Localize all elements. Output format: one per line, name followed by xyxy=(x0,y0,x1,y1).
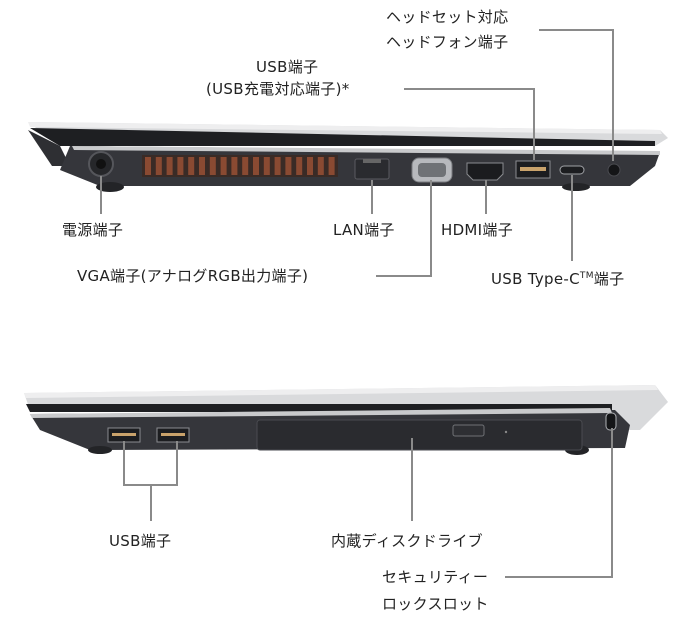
leader-power xyxy=(100,176,102,214)
leader-usb-stem xyxy=(150,484,152,521)
label-headset-line2: ヘッドフォン端子 xyxy=(386,33,509,51)
label-usb-typec: USB Type-CTM端子 xyxy=(491,267,624,288)
label-security-line1: セキュリティー xyxy=(382,568,489,586)
leader-vga-h xyxy=(376,275,432,277)
trademark-mark: TM xyxy=(579,271,594,281)
label-power: 電源端子 xyxy=(62,221,124,239)
leader-vga-v xyxy=(430,180,432,276)
leader-lock-v xyxy=(611,428,613,578)
label-usb-charge-line2: (USB充電対応端子)* xyxy=(206,80,350,98)
leader-lan xyxy=(371,180,373,214)
leader-typec xyxy=(571,175,573,261)
label-hdmi: HDMI端子 xyxy=(441,221,513,239)
label-optical-drive: 内蔵ディスクドライブ xyxy=(331,532,483,550)
label-vga: VGA端子(アナログRGB出力端子) xyxy=(77,267,309,285)
label-usb-charge-line1: USB端子 xyxy=(256,58,319,76)
label-headset-line1: ヘッドセット対応 xyxy=(386,8,509,26)
bottom-laptop xyxy=(24,385,668,455)
vent-grille xyxy=(142,155,338,177)
label-usb: USB端子 xyxy=(109,532,172,550)
leader-hdmi xyxy=(485,180,487,214)
leader-usbcharge-v xyxy=(533,88,535,160)
leader-odd xyxy=(411,438,413,521)
leader-usbcharge-h xyxy=(404,88,535,90)
leader-lock-h xyxy=(505,576,613,578)
leader-usb1 xyxy=(123,441,125,486)
leader-headset-v xyxy=(612,29,614,161)
label-usb-typec-prefix: USB Type-C xyxy=(491,270,580,288)
label-security-line2: ロックスロット xyxy=(382,595,489,613)
top-laptop xyxy=(28,122,668,192)
label-usb-typec-suffix: 端子 xyxy=(593,270,625,288)
label-lan: LAN端子 xyxy=(333,221,395,239)
leader-usb2 xyxy=(176,441,178,486)
leader-headset-h xyxy=(539,29,613,31)
